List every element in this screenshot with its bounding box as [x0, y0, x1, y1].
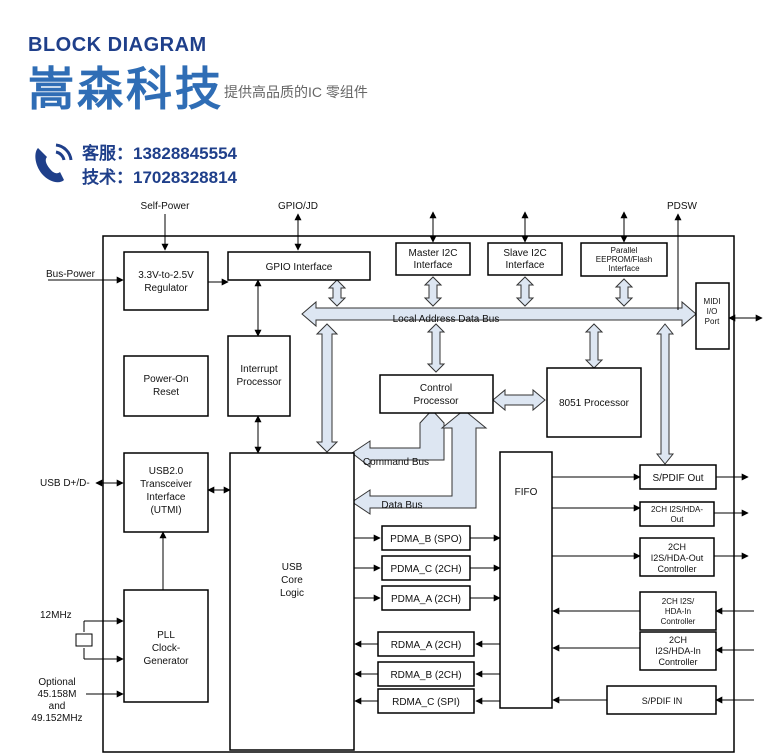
- and-label: and: [49, 701, 66, 712]
- spdif-in-block: [606, 685, 717, 715]
- control-processor-block: [379, 374, 494, 414]
- bus-power-label: Bus-Power: [46, 269, 96, 280]
- spdif-out-label: S/PDIF Out: [652, 473, 703, 484]
- i2s-hda-in-ctrl-block: [639, 631, 717, 671]
- freq-2-label: 49.152MHz: [31, 713, 82, 724]
- usb-core-logic-block: [229, 452, 355, 751]
- self-power-label: Self-Power: [141, 201, 191, 212]
- bus-arrow-master: [423, 276, 443, 307]
- osc-12mhz-label: 12MHz: [40, 610, 72, 621]
- gpio-interface-block: [227, 251, 371, 281]
- rdma-c-label: RDMA_C (SPI): [392, 697, 460, 708]
- local-bus-label: Local Address Data Bus: [393, 314, 500, 325]
- fifo-label: FIFO: [515, 487, 538, 498]
- pdma-c-label: PDMA_C (2CH): [390, 564, 461, 575]
- service-label: 客服：: [82, 144, 133, 163]
- i2s-out-label: 2CH I2S/HDA-Out: [651, 505, 703, 524]
- gpio-jd-label: GPIO/JD: [278, 201, 318, 212]
- pdma-b-label: PDMA_B (SPO): [390, 534, 462, 545]
- crystal-symbol: [75, 633, 93, 647]
- spdif-out-block: [639, 464, 717, 490]
- interrupt-processor-block: [227, 335, 291, 417]
- i2s-hda-in-block: [639, 591, 717, 631]
- page-title: BLOCK DIAGRAM: [28, 34, 207, 56]
- service-number[interactable]: 13828845554: [133, 144, 238, 163]
- usb-dpdm-label: USB D+/D-: [40, 478, 90, 489]
- rdma-b-label: RDMA_B (2CH): [390, 670, 461, 681]
- tech-label: 技术：: [82, 168, 133, 187]
- processor-8051-label: 8051 Processor: [559, 398, 630, 409]
- i2s-hda-out-block: [639, 501, 715, 527]
- data-bus-label: Data Bus: [381, 500, 422, 511]
- bus-arrow-control: [426, 323, 446, 373]
- freq-1-label: 45.158M: [38, 689, 77, 700]
- regulator-block: [123, 251, 209, 311]
- midi-port-block: [695, 282, 730, 350]
- service-line: 客服：13828845554: [82, 142, 237, 166]
- i2s-hda-out-ctrl-block: [639, 537, 715, 577]
- bus-arrow-spdif: [655, 323, 675, 465]
- fifo-block: [499, 451, 553, 709]
- pll-block: [123, 589, 209, 703]
- rdma-b-block: [377, 661, 475, 687]
- gpio-label: GPIO Interface: [266, 262, 333, 273]
- optional-label: Optional: [38, 677, 75, 688]
- phone-icon: [35, 143, 73, 183]
- contact-info: 客服：13828845554 技术：17028328814: [82, 142, 237, 190]
- pdma-a-block: [381, 585, 471, 611]
- tech-number[interactable]: 17028328814: [133, 168, 238, 187]
- bus-arrow-8051: [492, 388, 546, 412]
- bus-arrow-slave: [515, 276, 535, 307]
- pdma-b-block: [381, 525, 471, 551]
- bus-arrow-8051-up: [584, 323, 604, 369]
- usb-transceiver-block: [123, 452, 209, 533]
- master-i2c-block: [395, 242, 471, 276]
- pdsw-label: PDSW: [667, 201, 698, 212]
- processor-8051-block: [546, 367, 642, 438]
- pdma-c-block: [381, 555, 471, 581]
- bus-arrow-gpio: [327, 279, 347, 307]
- bus-arrow-usb: [315, 323, 339, 453]
- command-bus-label: Command Bus: [363, 457, 429, 468]
- slave-i2c-block: [487, 242, 563, 276]
- pdma-a-label: PDMA_A (2CH): [391, 594, 461, 605]
- bus-arrow-parallel: [614, 278, 634, 307]
- company-logo: 嵩森科技: [28, 63, 224, 115]
- rdma-a-block: [377, 631, 475, 657]
- power-on-reset-block: [123, 355, 209, 417]
- tagline: 提供高品质的IC 零组件: [224, 84, 368, 100]
- rdma-c-block: [377, 688, 475, 714]
- parallel-eeprom-block: [580, 242, 668, 277]
- tech-line: 技术：17028328814: [82, 166, 237, 190]
- spdif-in-label: S/PDIF IN: [642, 696, 683, 706]
- chip-outline: [102, 235, 735, 753]
- rdma-a-label: RDMA_A (2CH): [391, 640, 462, 651]
